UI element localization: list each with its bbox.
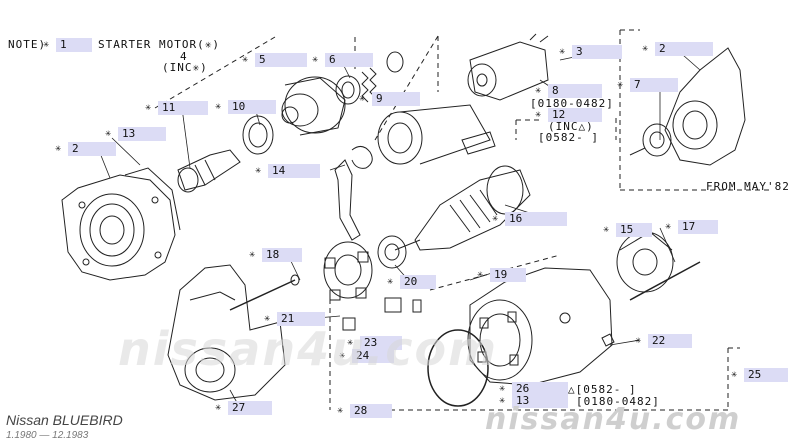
magnetic-switch <box>467 33 549 101</box>
callout-22[interactable]: 22 <box>635 334 692 348</box>
callout-17[interactable]: 17 <box>665 220 718 234</box>
callout-27[interactable]: 27 <box>215 401 272 415</box>
overrunning-clutch <box>281 76 346 136</box>
callout-26[interactable]: 26 <box>499 382 568 396</box>
brand-years: 1.1980 — 12.1983 <box>6 430 89 441</box>
screw <box>601 333 615 347</box>
o-ring <box>427 329 489 407</box>
from-may-label: FROM MAY'82 <box>706 180 790 193</box>
callout-28[interactable]: 28 <box>337 404 392 418</box>
callout-19[interactable]: 19 <box>477 268 526 282</box>
callout-5[interactable]: 5 <box>242 53 307 67</box>
callout-14[interactable]: 14 <box>255 164 320 178</box>
range-13: [0180-0482] <box>576 395 660 408</box>
yoke-field <box>467 267 613 386</box>
inc-12: (INC△) <box>548 120 594 133</box>
callout-24[interactable]: 24 <box>339 349 394 363</box>
callout-8[interactable]: 8 <box>535 84 602 98</box>
armature <box>394 165 531 251</box>
watermark-center: nissan4u.com <box>118 322 499 376</box>
range-12: [0582- ] <box>538 131 599 144</box>
through-bolt <box>229 279 296 311</box>
inset-housing <box>629 47 746 166</box>
note-inc-ref: 4 <box>180 50 188 63</box>
callout-20[interactable]: 20 <box>387 275 436 289</box>
callout-6[interactable]: 6 <box>312 53 373 67</box>
note-inc-text: (INC✳) <box>162 61 208 74</box>
callout-2-inset[interactable]: 2 <box>642 42 713 56</box>
callout-15[interactable]: 15 <box>603 223 652 237</box>
callout-3[interactable]: 3 <box>559 45 622 59</box>
range-26: △[0582- ] <box>568 383 637 396</box>
stud-bolt <box>629 261 701 301</box>
callout-1[interactable]: 1 <box>43 38 92 52</box>
bearing <box>335 75 361 105</box>
rear-cover <box>616 231 674 293</box>
callout-11[interactable]: 11 <box>145 101 208 115</box>
brand-model: Nissan BLUEBIRD <box>6 412 123 428</box>
watermark-corner: nissan4u.com <box>485 402 742 437</box>
collar-ring <box>242 115 274 155</box>
callout-2[interactable]: 2 <box>55 142 116 156</box>
range-8: [0180-0482] <box>530 97 614 110</box>
front-housing-left <box>61 167 181 281</box>
yoke-section <box>377 104 496 165</box>
callout-7[interactable]: 7 <box>617 78 678 92</box>
note-text: STARTER MOTOR(✳) <box>98 38 220 51</box>
callout-9[interactable]: 9 <box>359 92 420 106</box>
shift-lever <box>334 146 373 241</box>
callout-18[interactable]: 18 <box>249 248 302 262</box>
callout-12[interactable]: 12 <box>535 108 602 122</box>
callout-25[interactable]: 25 <box>731 368 788 382</box>
callout-13-left[interactable]: 13 <box>105 127 166 141</box>
rear-housing <box>167 264 286 401</box>
note-prefix: NOTE) <box>8 38 47 51</box>
brush <box>384 297 402 313</box>
brush-holder <box>323 241 373 301</box>
callout-13-bottom[interactable]: 13 <box>499 394 568 408</box>
callout-21[interactable]: 21 <box>264 312 325 326</box>
callout-16[interactable]: 16 <box>492 212 567 226</box>
callout-10[interactable]: 10 <box>215 100 276 114</box>
pinion-gear <box>177 149 241 193</box>
callout-23[interactable]: 23 <box>347 336 402 350</box>
